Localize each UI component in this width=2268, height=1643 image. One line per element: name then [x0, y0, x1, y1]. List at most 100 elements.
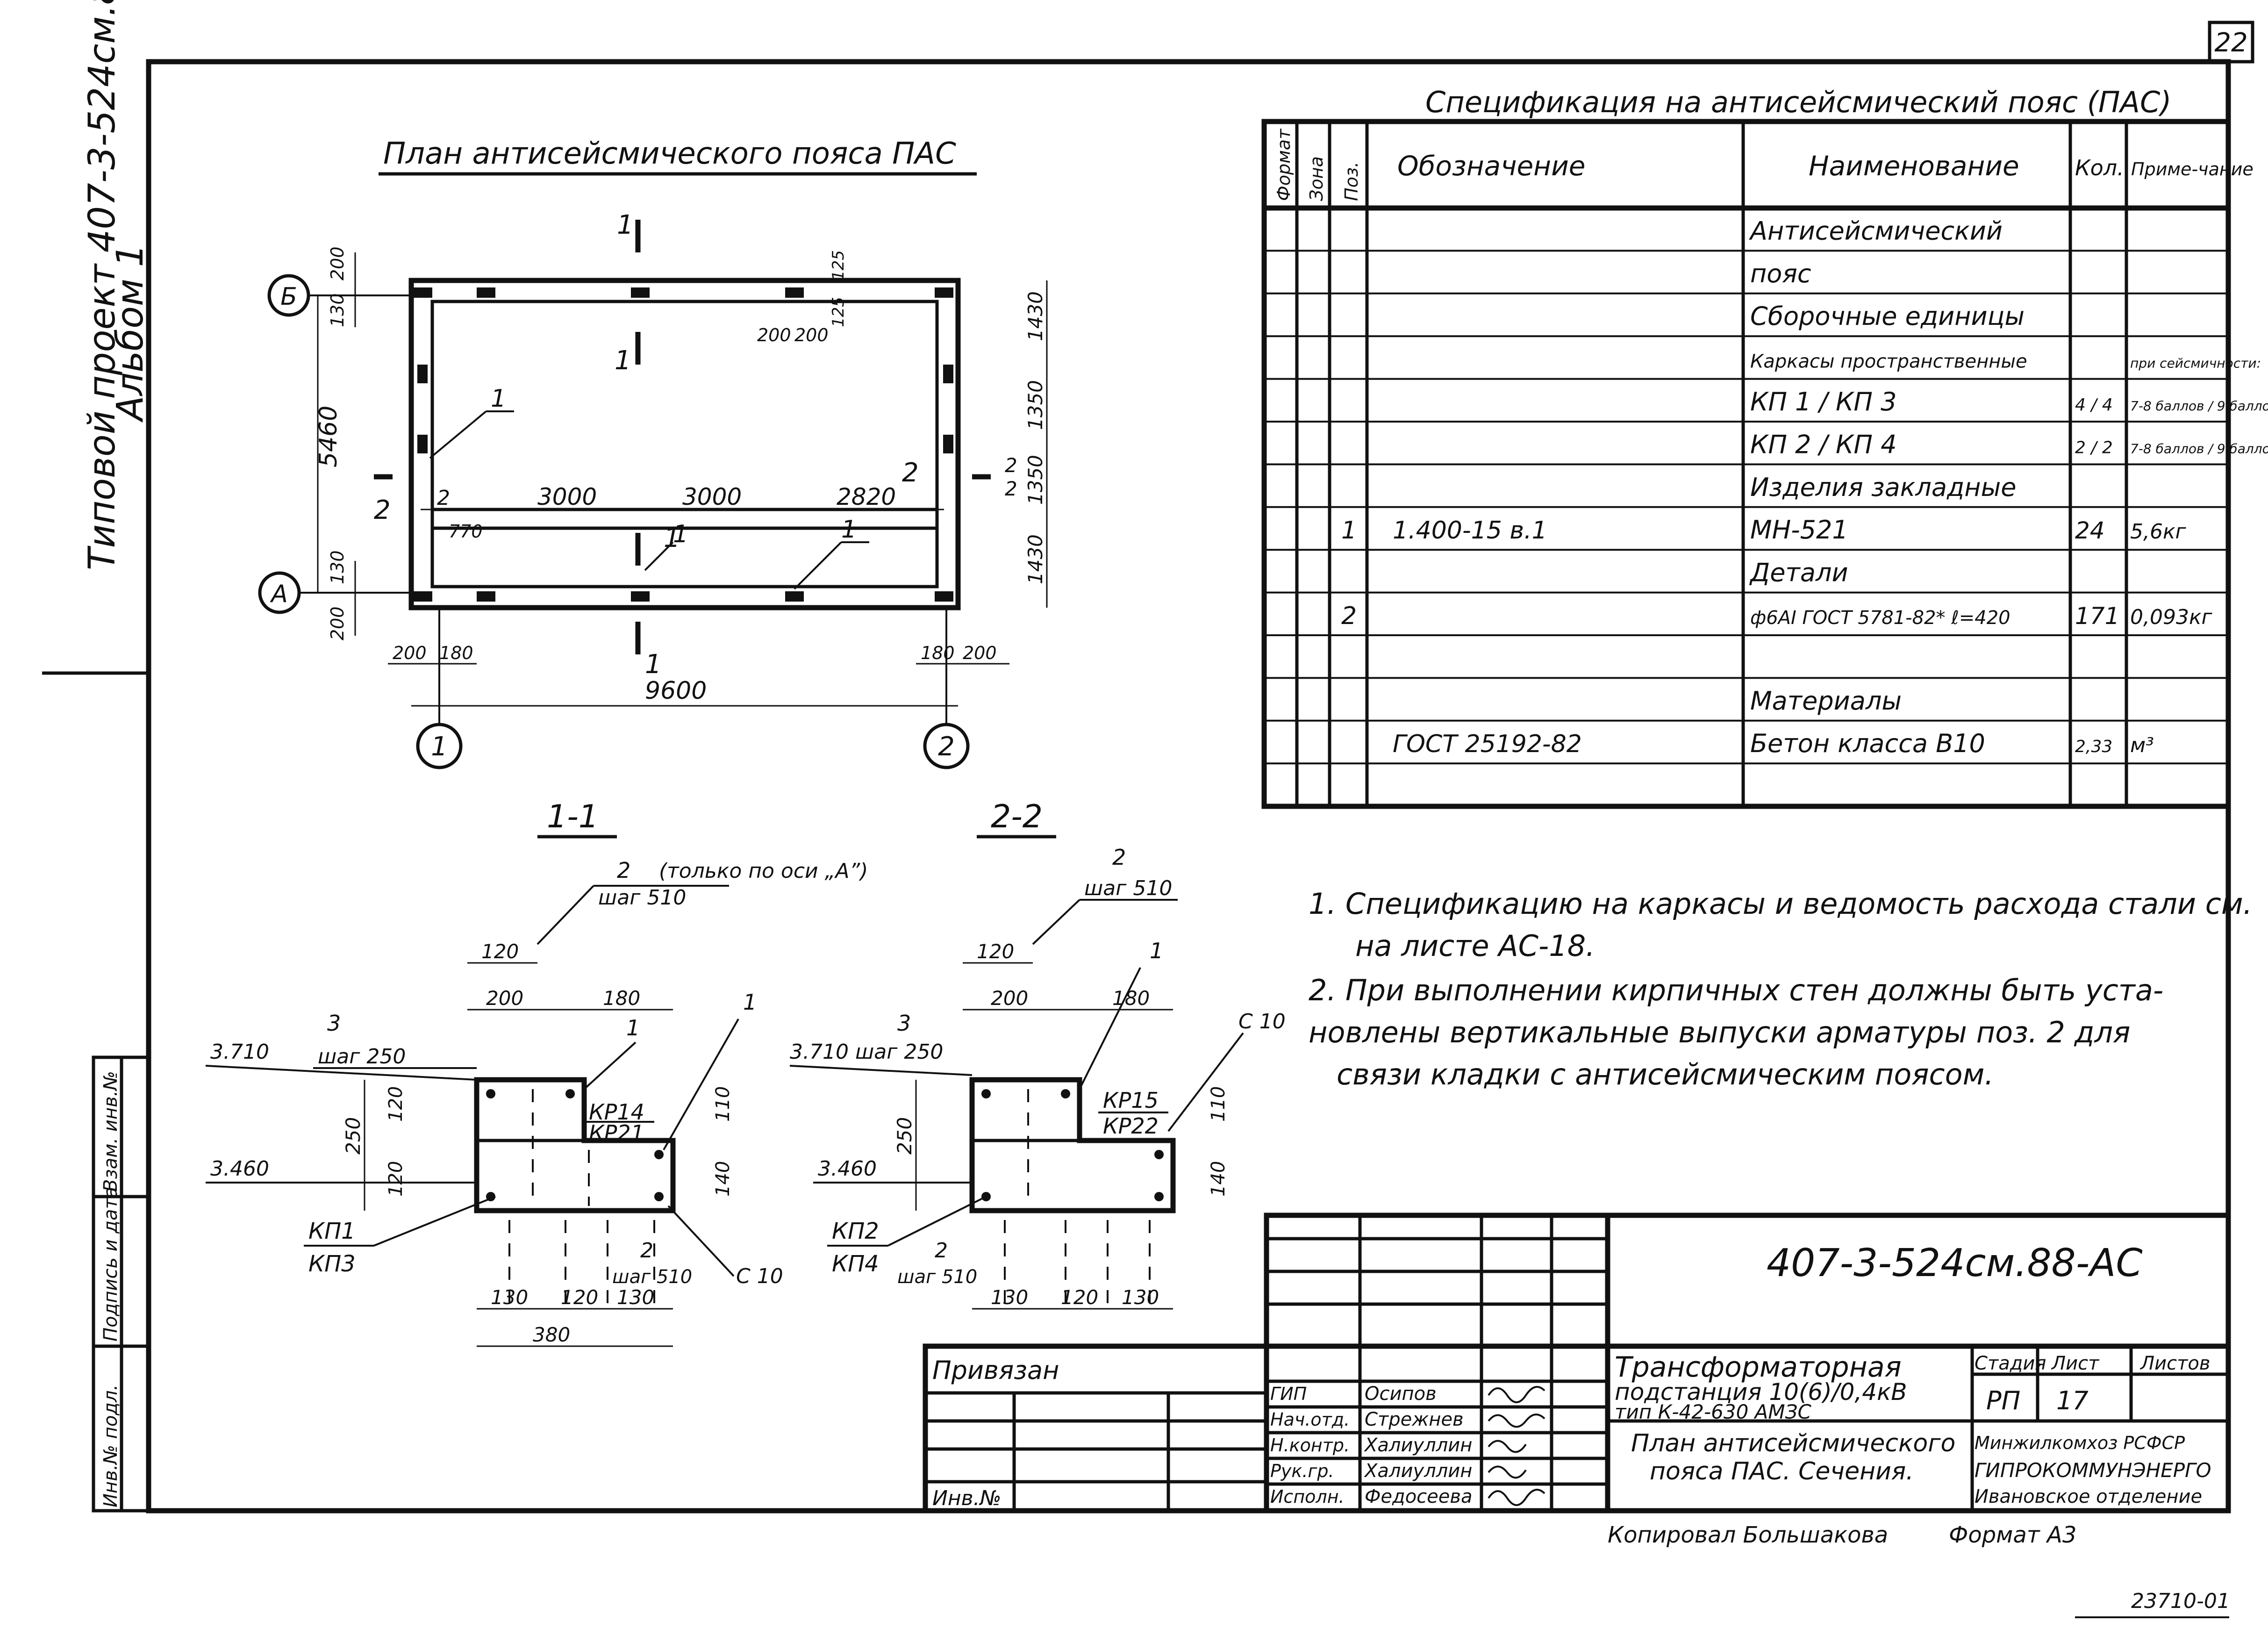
sheet-value: 17 — [2056, 1386, 2089, 1415]
s1-rebar-step: шаг 510 — [598, 886, 686, 910]
s2-stirrup-pos: 3 — [897, 1011, 911, 1036]
spec-cell-qty: 2,33 — [2075, 737, 2112, 756]
section-2-2: 2-2 2 шаг 510 120 200 180 3 шаг 250 3.71… — [789, 798, 1286, 1310]
s1-dim-130b: 130 — [617, 1286, 654, 1309]
dim-right-1430-a: 1430 — [1024, 291, 1047, 341]
spec-cell-qty: 171 — [2075, 603, 2119, 630]
s2-stirrup-step: шаг 250 — [855, 1040, 943, 1064]
cut-mark-1a: 1 — [617, 210, 634, 240]
dim-span-left: 2 — [437, 486, 450, 510]
spec-title: Спецификация на антисейсмический пояс (П… — [1425, 85, 2171, 119]
s2-leader-1: 1 — [1150, 938, 1163, 963]
embedded-plates — [414, 287, 953, 602]
side-album: Альбом 1 — [109, 244, 151, 423]
axis-b-label: Б — [280, 283, 297, 311]
dim-left-offset: 770 — [449, 521, 483, 542]
name-head: Стрежнев — [1365, 1409, 1464, 1430]
dim-inner-top-b: 200 — [794, 325, 829, 345]
plan-leader-1a: 1 — [491, 385, 506, 413]
cut-mark-2a: 2 — [374, 495, 391, 525]
spec-cell-name: пояс — [1750, 259, 1811, 288]
axis-a-bubble — [258, 571, 301, 614]
title-block: 407-3-524см.88-АС Привязан Инв.№ ГИП Нач… — [923, 1213, 2231, 1548]
dim-span-2: 3000 — [682, 483, 742, 510]
axis-2-bubble — [923, 723, 970, 769]
role-exec: Исполн. — [1270, 1486, 1345, 1507]
stage-value: РП — [1986, 1386, 2020, 1415]
org-line-2: ГИПРОКОММУНЭНЕРГО — [1975, 1459, 2211, 1482]
s1-elev-top: 3.710 — [210, 1040, 269, 1064]
dim-right-1430-b: 1430 — [1024, 534, 1047, 584]
sheet-title-2: пояса ПАС. Сечения. — [1650, 1457, 1914, 1485]
s2-elev-top: 3.710 — [790, 1040, 849, 1064]
org-line-1: Минжилкомхоз РСФСР — [1975, 1433, 2185, 1453]
axis-a-label: А — [270, 580, 288, 608]
format-label: Формат А3 — [1949, 1522, 2076, 1548]
s2-rebar-pos: 2 — [1112, 845, 1126, 870]
spec-h-pos: Поз. — [1341, 162, 1362, 201]
dim-right-1350-a: 1350 — [1024, 380, 1047, 430]
s1-section-outline — [474, 1077, 676, 1213]
name-group: Халиуллин — [1364, 1460, 1472, 1482]
plan-title: План антисейсмического пояса ПАС — [383, 136, 956, 171]
dim-bottom-right-a: 180 — [921, 643, 955, 663]
object-line-1: Трансформаторная — [1615, 1351, 1902, 1384]
spec-cell-name: КП 1 / КП 3 — [1750, 387, 1896, 416]
stage-header: Стадия — [1975, 1353, 2046, 1374]
section-cut-marks: 1 1 2 2 1 1 — [374, 210, 991, 680]
spec-cell-name: Антисейсмический — [1749, 216, 2003, 245]
spec-cell-name: Изделия закладные — [1750, 473, 2016, 502]
notes: 1. Спецификацию на каркасы и ведомость р… — [1309, 887, 2252, 1091]
spec-h-designation: Обозначение — [1397, 150, 1585, 182]
s1-bottom-rebar-step: шаг 510 — [612, 1266, 692, 1288]
s1-rebar-pos: 2 — [617, 858, 630, 883]
spec-table: Спецификация на антисейсмический пояс (П… — [1261, 85, 2268, 809]
plan-leader-1c: 1 — [841, 516, 857, 544]
spec-h-zone: Зона — [1306, 156, 1327, 201]
bound-label: Привязан — [932, 1356, 1059, 1385]
s1-dim-200: 200 — [486, 987, 523, 1010]
spec-cell-note: 5,6кг — [2130, 520, 2187, 544]
cut-mark-1d: 1 — [645, 649, 662, 680]
dim-top-right-small-a: 125 — [829, 250, 848, 280]
role-gip: ГИП — [1270, 1384, 1307, 1404]
name-exec: Федосеева — [1365, 1486, 1472, 1507]
s1-dim-120b: 120 — [385, 1161, 407, 1197]
s1-frame-kp1: КП1 — [308, 1218, 356, 1244]
sheet-title-1: План антисейсмического — [1631, 1429, 1955, 1457]
axis-2-label: 2 — [938, 732, 955, 762]
spec-cell-name: Бетон класса В10 — [1750, 729, 1985, 758]
dim-bottom-left-200: 200 — [327, 606, 348, 640]
note-line-3: 2. При выполнении кирпичных стен должны … — [1309, 973, 2163, 1007]
dim-top-right-small-b: 125 — [829, 297, 848, 327]
side-field-replace: Взам. инв.№ — [100, 1071, 122, 1192]
object-line-2: подстанция 10(6)/0,4кВ — [1615, 1378, 1907, 1406]
dim-bottom-left-a: 200 — [393, 643, 427, 663]
spec-cell-name: КП 2 / КП 4 — [1750, 430, 1896, 459]
s1-bottom-rebar-pos: 2 — [640, 1239, 653, 1263]
axis-b-bubble — [267, 274, 310, 317]
note-line-2: на листе АС-18. — [1355, 929, 1595, 963]
s2-dim-110: 110 — [1208, 1086, 1229, 1122]
side-project-stamp: Типовой проект 407-3-524см.88 Альбом 1 — [42, 0, 151, 675]
s1-leader-1a: 1 — [626, 1015, 640, 1040]
spec-cell-note: 7-8 баллов / 9 баллов — [2130, 398, 2268, 414]
dim-span-1: 3000 — [537, 483, 597, 510]
note-line-5: связи кладки с антисейсмическим поясом. — [1337, 1057, 1994, 1091]
s1-dim-120a: 120 — [385, 1086, 407, 1122]
sheets-header: Листов — [2139, 1353, 2210, 1374]
spec-cell-qty: 2 / 2 — [2075, 438, 2113, 457]
spec-cell-pos: 1 — [1341, 517, 1357, 545]
s2-dim-120: 120 — [1061, 1286, 1098, 1309]
axis-bubbles: Б А 1 2 — [258, 274, 970, 769]
dim-top-left-200: 200 — [327, 246, 348, 280]
plan-view: План антисейсмического пояса ПАС 1 1 — [258, 136, 1048, 769]
spec-cell-note: при сейсмичности: — [2130, 356, 2261, 371]
dim-right-mid-b: 2 — [1005, 477, 1017, 500]
cut-mark-2b: 2 — [902, 458, 919, 488]
s2-rebar-step: шаг 510 — [1084, 876, 1172, 900]
s1-elev-bottom: 3.460 — [210, 1157, 269, 1181]
s2-concrete: С 10 — [1238, 1010, 1286, 1033]
dim-span-3: 2820 — [837, 483, 896, 510]
s2-frame-kp2: КП2 — [832, 1218, 879, 1244]
